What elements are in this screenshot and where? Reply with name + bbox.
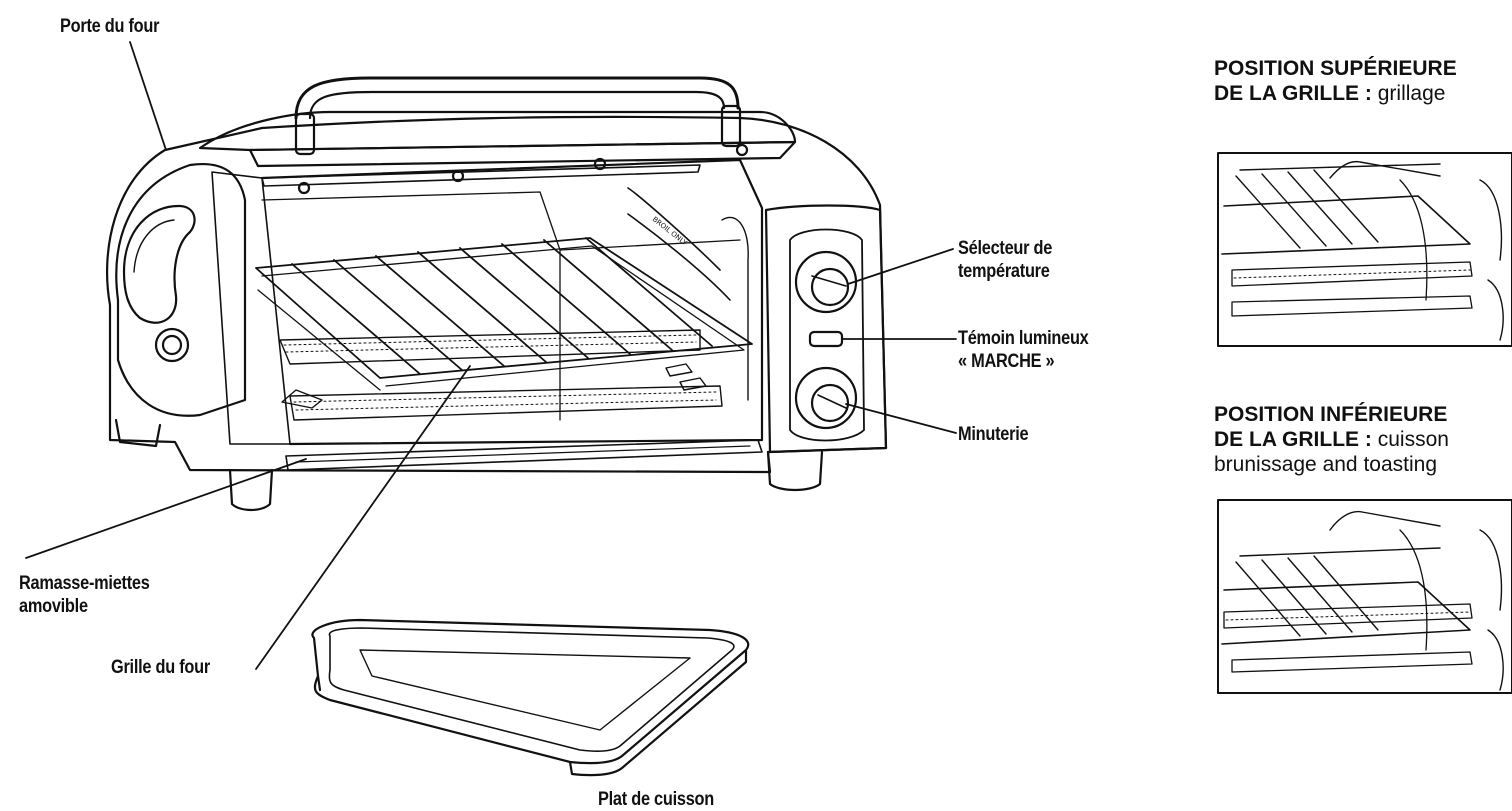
upper-position-heading-line2-bold: DE LA GRILLE : [1214,82,1372,105]
upper-rack-inset [1217,152,1512,347]
control-panel [764,204,888,454]
power-light-label-line2: « MARCHE » [958,351,1055,372]
baking-pan-label: Plat de cuisson [598,789,714,810]
oven-body: BROIL ONLY [106,76,888,512]
lower-position-heading: POSITION INFÉRIEURE DE LA GRILLE : cuiss… [1214,402,1449,477]
crumb-tray-label-line1: Ramasse-miettes [19,573,150,594]
upper-position-heading-line1: POSITION SUPÉRIEURE [1214,57,1457,80]
oven-door-label: Porte du four [60,16,160,37]
crumb-tray-label-line2: amovible [19,596,88,617]
crumb-tray-label: Ramasse-miettes amovible [19,572,150,618]
lower-position-heading-line3: brunissage and toasting [1214,453,1437,476]
oven-rack-label: Grille du four [111,657,210,678]
leader-lines [25,41,957,670]
lower-position-heading-line2-bold: DE LA GRILLE : [1214,428,1372,451]
lower-position-heading-line1: POSITION INFÉRIEURE [1214,403,1448,426]
temperature-selector-label-line1: Sélecteur de [958,238,1053,259]
upper-position-heading-line2-rest: grillage [1371,82,1446,105]
timer-label: Minuterie [958,424,1029,445]
power-light-label: Témoin lumineux « MARCHE » [958,327,1089,373]
temperature-selector-label: Sélecteur de température [958,237,1052,283]
lower-position-heading-line2-rest: cuisson [1371,428,1449,451]
upper-position-heading: POSITION SUPÉRIEURE DE LA GRILLE : grill… [1214,56,1457,106]
oven-rack [255,237,753,391]
broil-only-engraving: BROIL ONLY [651,215,689,247]
temperature-selector-label-line2: température [958,261,1050,282]
baking-pan-drawing [311,618,750,777]
power-light-label-line1: Témoin lumineux [958,328,1089,349]
lower-rack-inset [1217,499,1512,694]
